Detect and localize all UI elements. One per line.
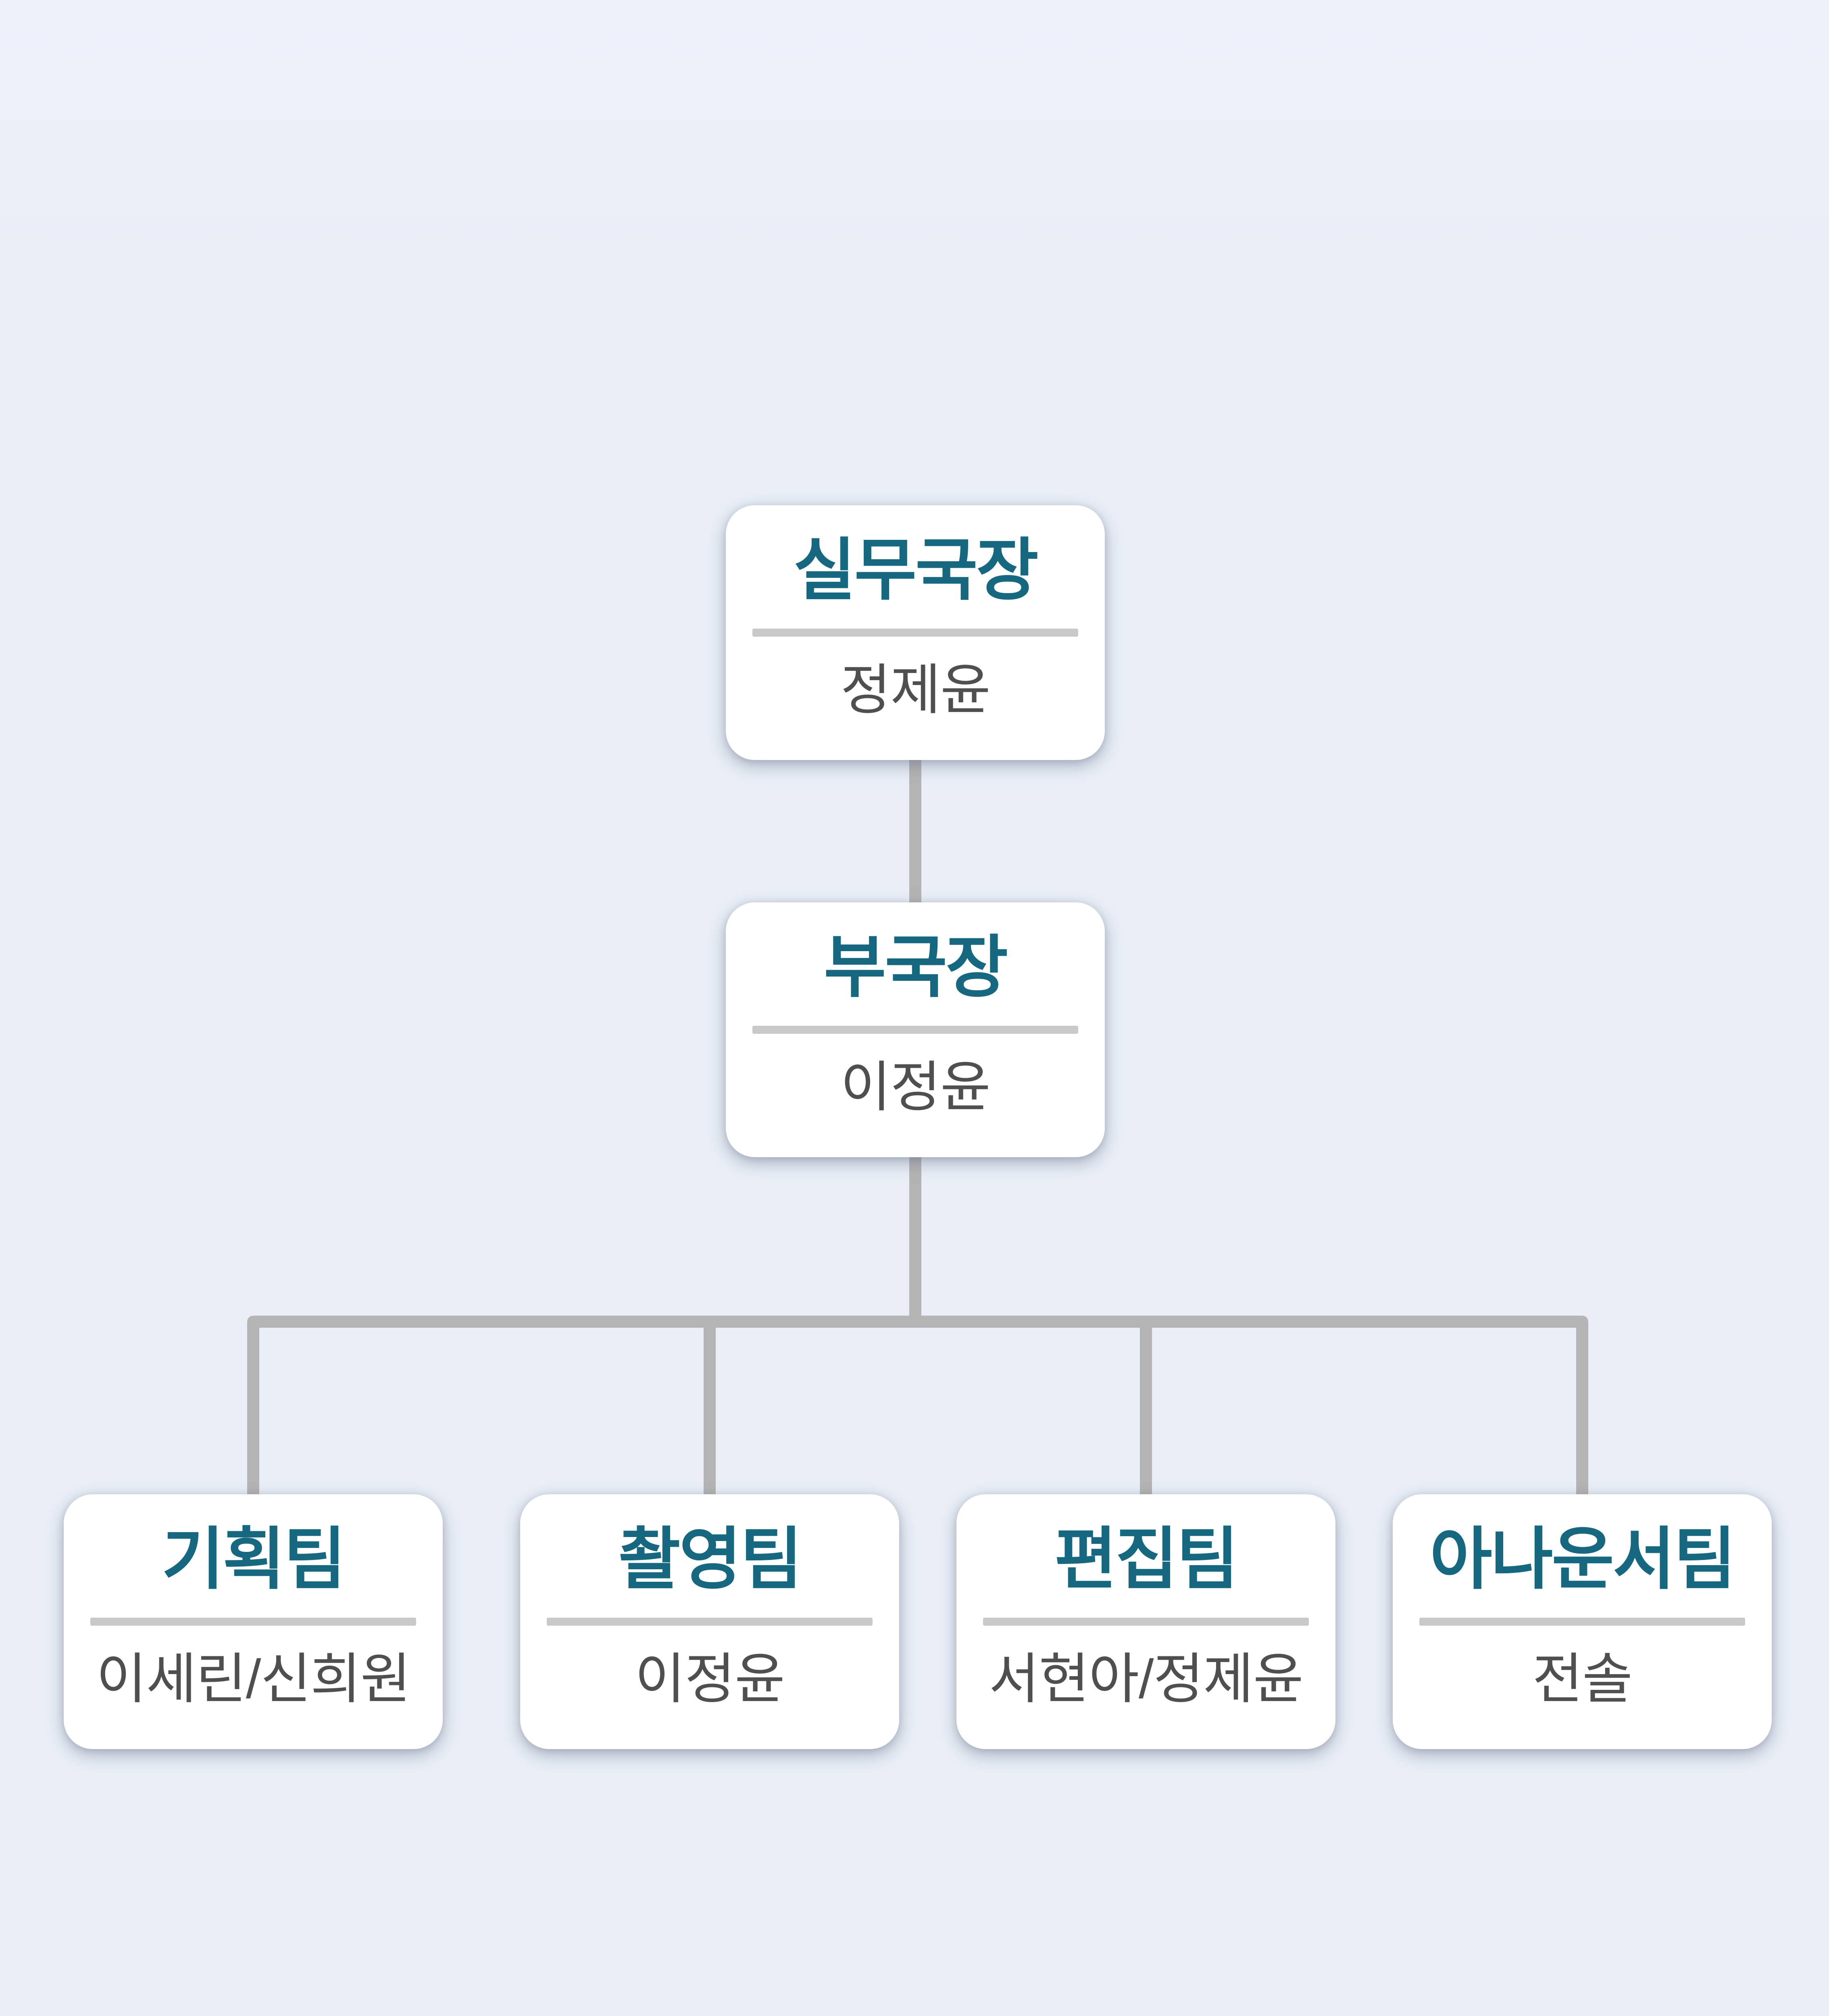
node-name: 이정윤 [840, 1056, 991, 1118]
node-name: 서현아/정제윤 [989, 1648, 1304, 1710]
node-divider [752, 629, 1079, 637]
node-filming-team: 촬영팀 이정윤 [520, 1494, 899, 1749]
node-divider [1419, 1618, 1746, 1626]
node-director: 실무국장 정제윤 [726, 505, 1105, 760]
node-planning-team: 기획팀 이세린/신희원 [64, 1494, 443, 1749]
node-title: 실무국장 [793, 532, 1039, 608]
node-name: 이세린/신희원 [96, 1648, 411, 1710]
node-name: 정제윤 [840, 659, 991, 721]
node-deputy: 부국장 이정윤 [726, 902, 1105, 1157]
node-title: 기획팀 [162, 1521, 346, 1597]
node-editing-team: 편집팀 서현아/정제윤 [956, 1494, 1335, 1749]
node-divider [546, 1618, 873, 1626]
node-title: 아나운서팀 [1430, 1521, 1736, 1597]
node-announcer-team: 아나운서팀 전솔 [1393, 1494, 1772, 1749]
node-title: 부국장 [824, 929, 1008, 1005]
node-divider [752, 1026, 1079, 1034]
node-title: 편집팀 [1054, 1521, 1239, 1597]
node-name: 이정윤 [635, 1648, 785, 1710]
node-title: 촬영팀 [618, 1521, 802, 1597]
node-name: 전솔 [1532, 1648, 1633, 1710]
node-divider [983, 1618, 1309, 1626]
connector-rail-bracket [247, 1316, 1588, 1508]
node-divider [90, 1618, 417, 1626]
